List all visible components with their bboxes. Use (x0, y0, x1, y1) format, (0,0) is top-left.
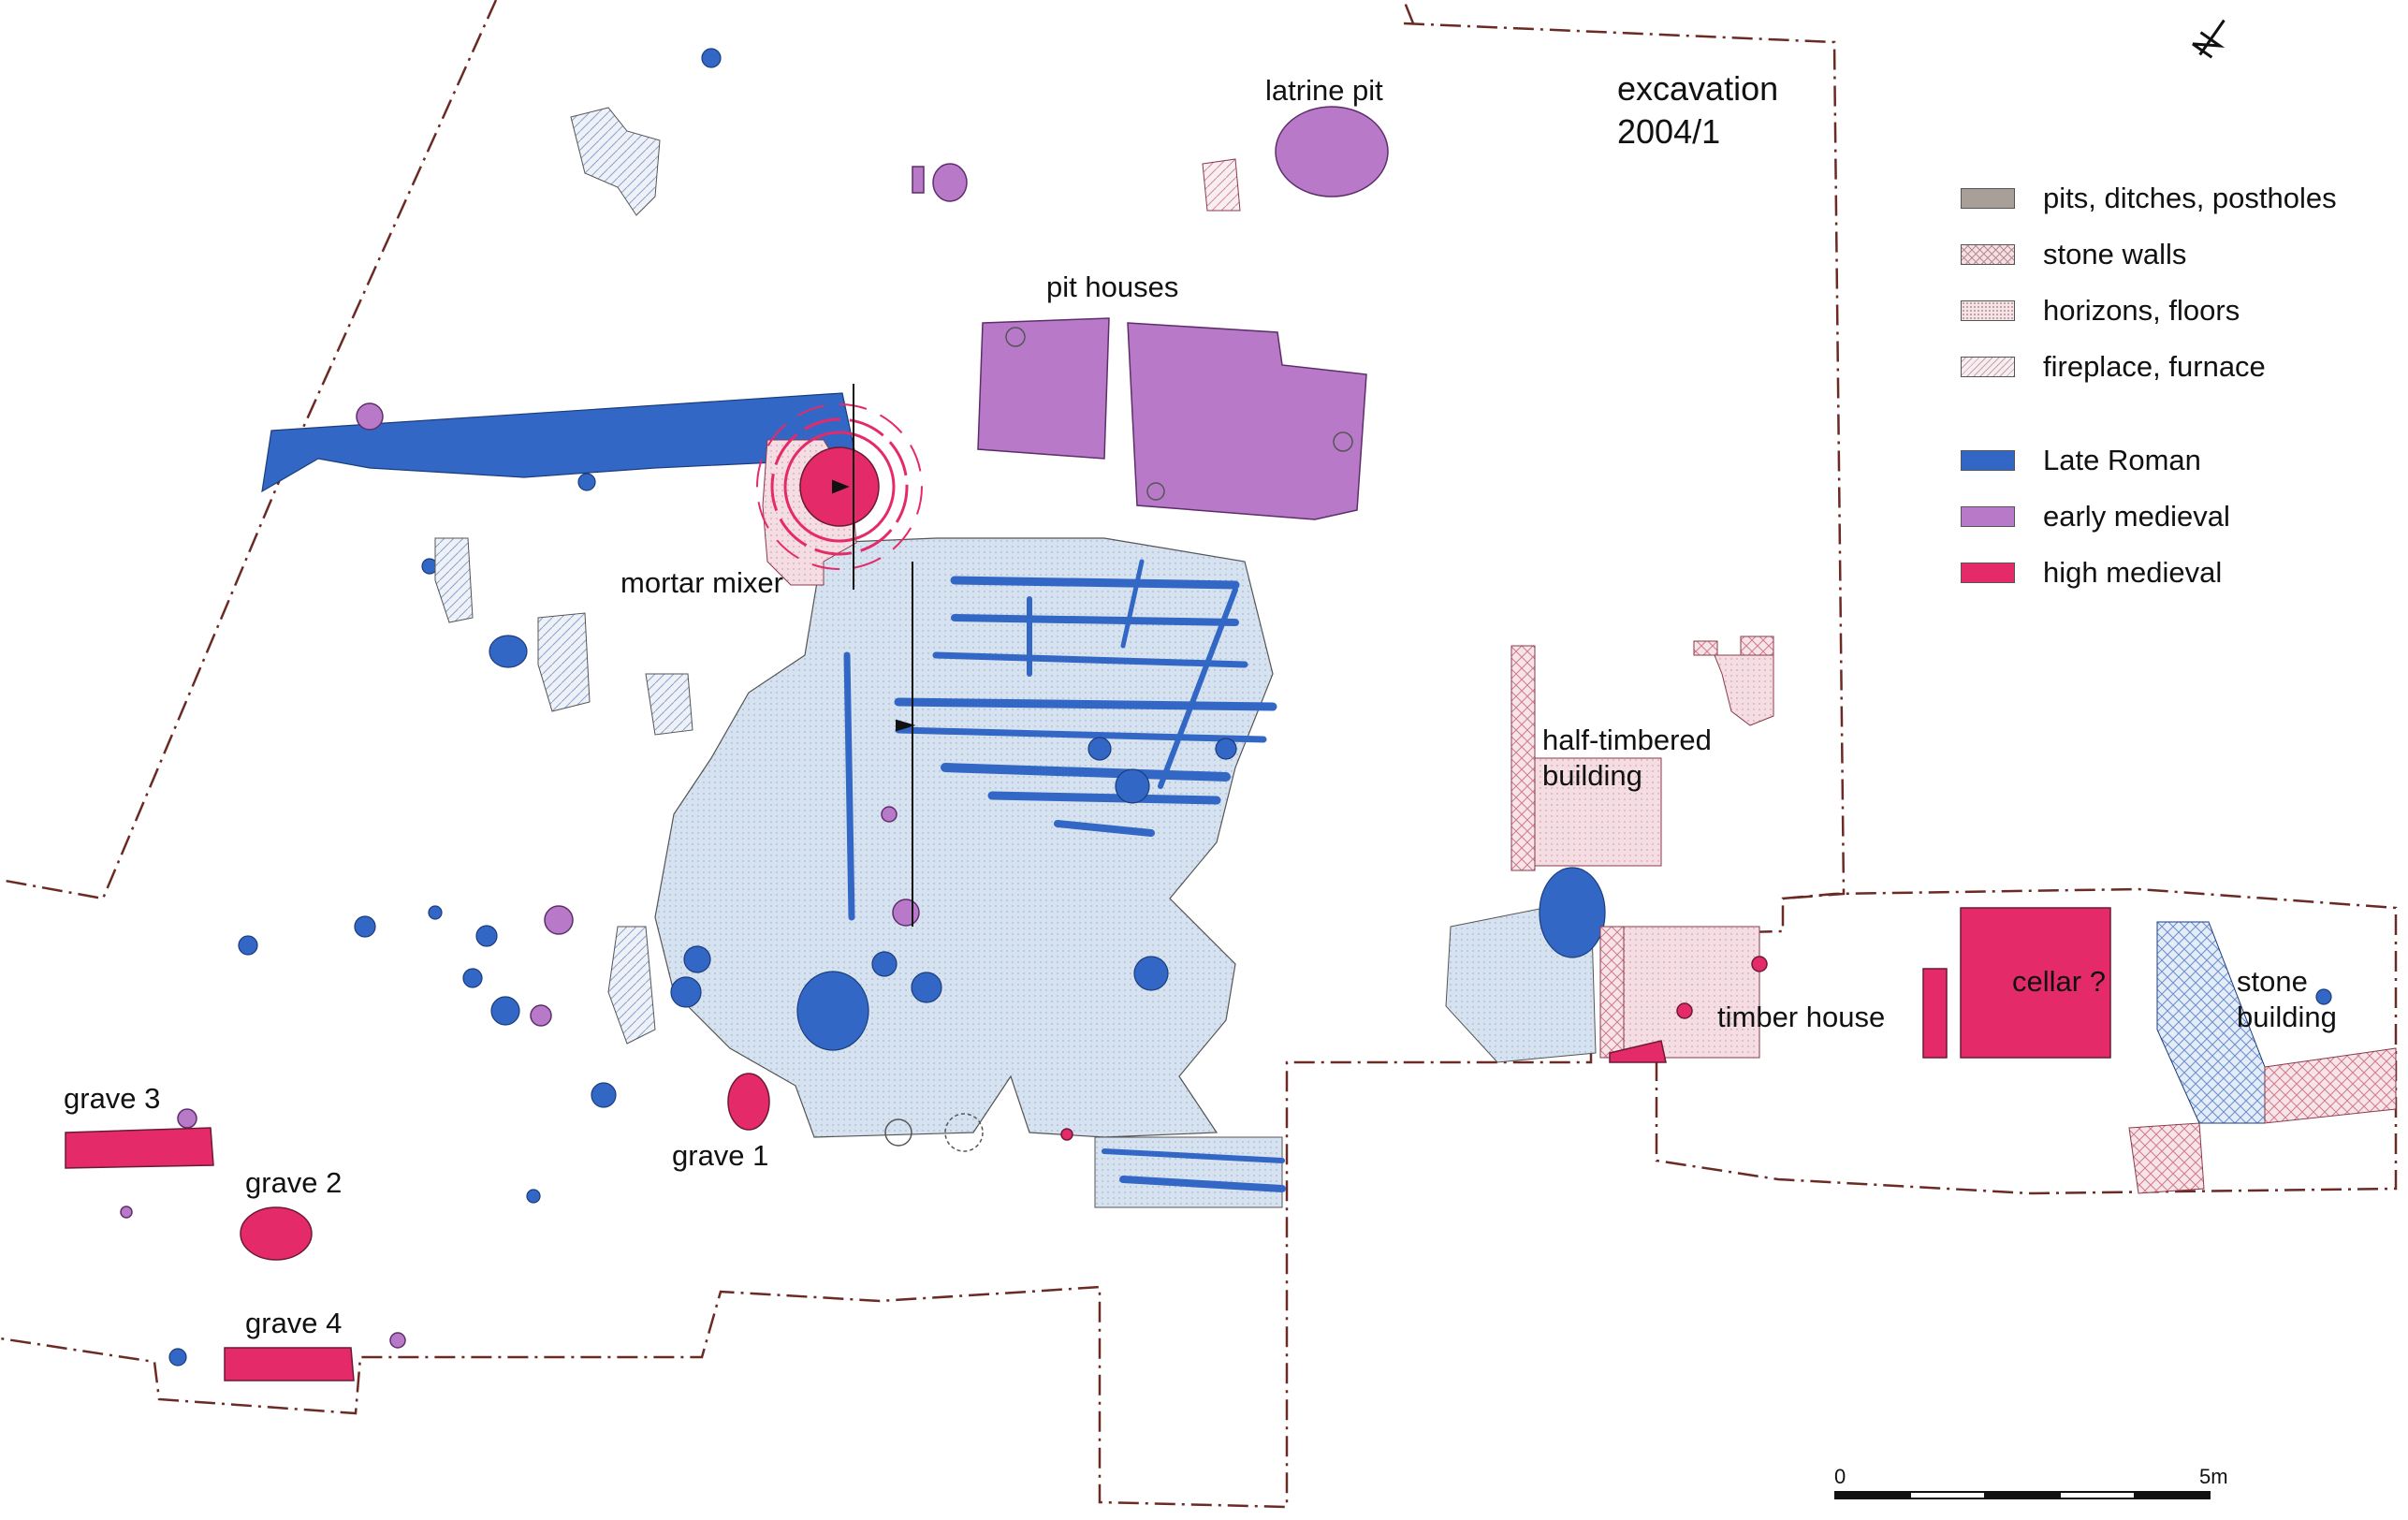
latrine-pit-label: latrine pit (1265, 74, 1383, 107)
legend-item-stone-walls: stone walls (1961, 227, 2337, 283)
late-roman-features (843, 559, 1286, 1192)
scale-segment (2134, 1491, 2211, 1499)
grave-4-label: grave 4 (245, 1307, 343, 1339)
grave-1-label: grave 1 (672, 1139, 769, 1172)
fireplaces (434, 107, 1241, 1045)
scale-start-label: 0 (1834, 1465, 1846, 1488)
legend-swatch-high-medieval (1961, 563, 2015, 583)
late-roman-ditch (261, 392, 857, 493)
excavation-title: excavation (1617, 69, 1779, 108)
legend-label: stone walls (2043, 238, 2187, 270)
legend-label: early medieval (2043, 500, 2230, 533)
legend-label: high medieval (2043, 556, 2223, 589)
legend-label: pits, ditches, postholes (2043, 182, 2337, 214)
half-timbered-label-2: building (1542, 759, 1642, 792)
section-lines (832, 384, 916, 927)
scale-segment (1984, 1491, 2061, 1499)
legend-swatch-fireplace (1961, 357, 2015, 377)
timber-house-label: timber house (1717, 1001, 1886, 1033)
mortar-mixer-rings (756, 403, 923, 570)
pit-houses-label: pit houses (1046, 270, 1179, 303)
legend-item-pits: pits, ditches, postholes (1961, 170, 2337, 227)
legend-item-early-medieval: early medieval (1961, 489, 2337, 545)
scale-segment (2059, 1491, 2136, 1499)
legend-swatch-early-medieval (1961, 506, 2015, 527)
excavation-year: 2004/1 (1617, 112, 1721, 151)
scale-end-label: 5m (2199, 1465, 2228, 1488)
legend-swatch-stone-walls (1961, 244, 2015, 265)
late-roman-pits (168, 48, 2332, 1367)
stone-building-label-1: stone (2237, 965, 2308, 998)
cellar-label: cellar ? (2012, 965, 2106, 998)
legend-item-fireplace: fireplace, furnace (1961, 339, 2337, 395)
scale-segment (1909, 1491, 1986, 1499)
legend-label: horizons, floors (2043, 294, 2240, 327)
legend-swatch-late-roman (1961, 450, 2015, 471)
mortar-mixer-label: mortar mixer (620, 566, 783, 599)
stone-building-label-2: building (2237, 1001, 2337, 1033)
stone-walls (1510, 636, 2397, 1194)
legend-item-horizons: horizons, floors (1961, 283, 2337, 339)
scale-bar: 0 5m (1834, 1465, 2228, 1502)
north-arrow-icon (2192, 19, 2226, 59)
grave-3-label: grave 3 (64, 1082, 161, 1115)
legend-label: Late Roman (2043, 444, 2201, 476)
legend-swatch-horizons (1961, 300, 2015, 321)
high-medieval-features (65, 446, 2111, 1381)
half-timbered-label-1: half-timbered (1542, 723, 1712, 756)
legend-item-high-medieval: high medieval (1961, 545, 2337, 601)
scale-segment (1834, 1491, 1911, 1499)
legend-swatch-pits (1961, 188, 2015, 209)
legend: pits, ditches, postholes stone walls hor… (1961, 170, 2337, 601)
legend-item-late-roman: Late Roman (1961, 432, 2337, 489)
small-rings (884, 327, 1353, 1152)
legend-label: fireplace, furnace (2043, 350, 2266, 383)
grave-2-label: grave 2 (245, 1166, 343, 1199)
